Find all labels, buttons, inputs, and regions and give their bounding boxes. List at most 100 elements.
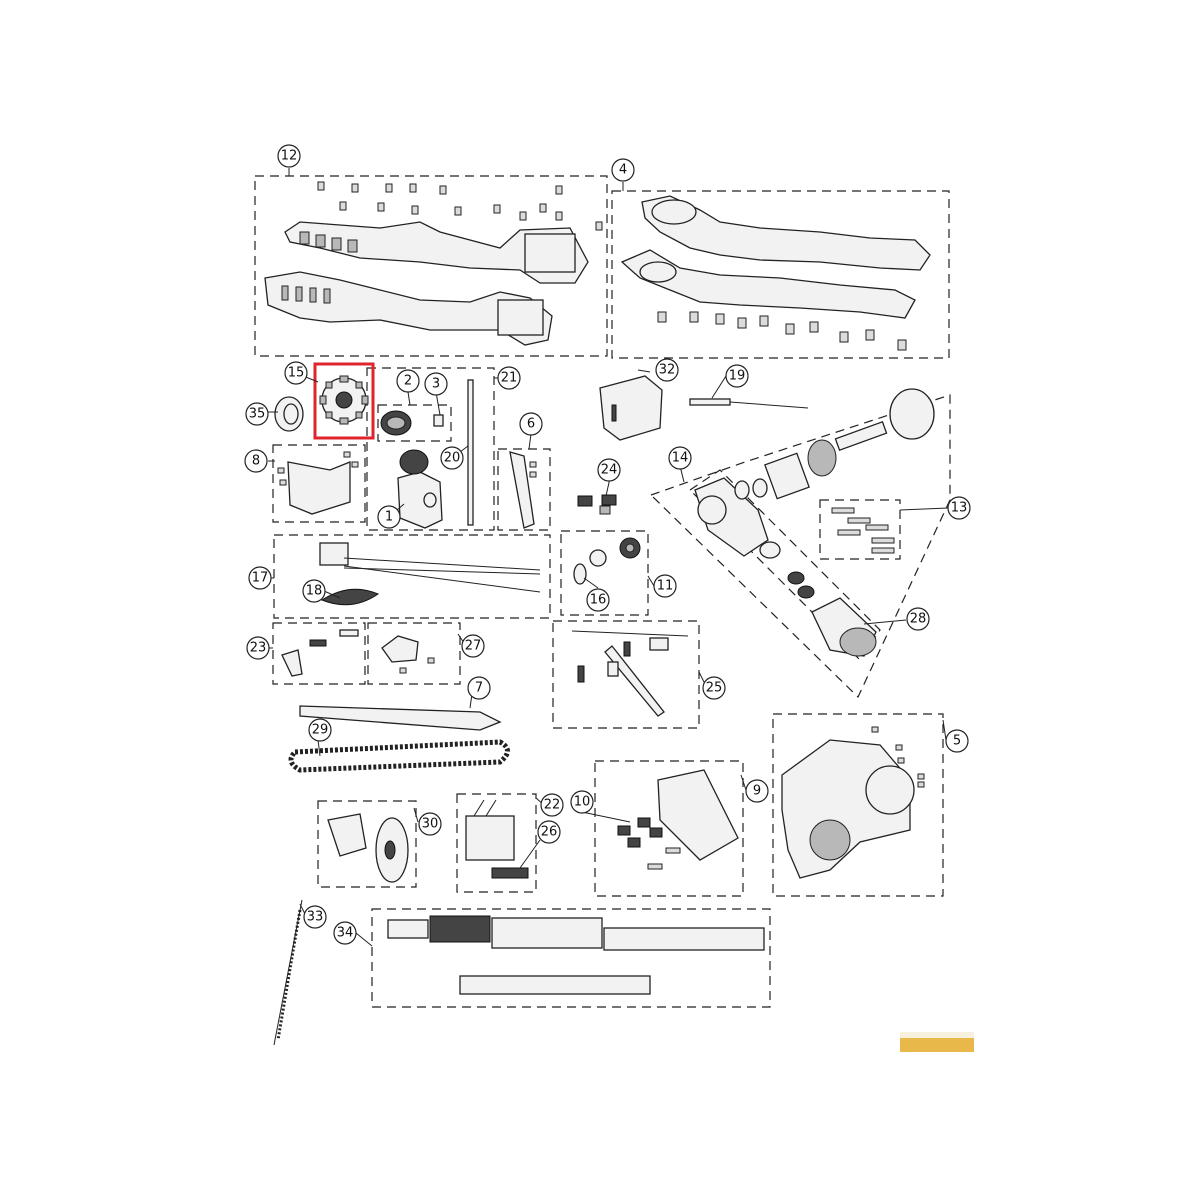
switch-part-24 — [577, 494, 617, 515]
chain-part-29 — [288, 739, 510, 773]
callout-18[interactable]: 18 — [302, 579, 326, 603]
callout-28[interactable]: 28 — [906, 607, 930, 631]
small-clip-part-3 — [433, 414, 444, 427]
callout-24[interactable]: 24 — [597, 458, 621, 482]
callout-label-20: 20 — [444, 451, 461, 466]
callout-4[interactable]: 4 — [611, 158, 635, 182]
callout-16[interactable]: 16 — [586, 588, 610, 612]
highlight-box-part-15[interactable] — [313, 362, 375, 440]
motor-housing-part-5 — [781, 726, 925, 879]
callout-label-1: 1 — [385, 510, 393, 525]
callout-19[interactable]: 19 — [725, 364, 749, 388]
callout-label-25: 25 — [706, 681, 723, 696]
callout-8[interactable]: 8 — [244, 449, 268, 473]
callout-33[interactable]: 33 — [303, 905, 327, 929]
group-box-11 — [560, 530, 649, 616]
group-box-34 — [371, 908, 771, 1008]
guide-bar-part-7 — [299, 705, 502, 731]
group-box-2 — [377, 404, 452, 442]
group-box-4 — [611, 190, 950, 359]
callout-26[interactable]: 26 — [537, 820, 561, 844]
callout-14[interactable]: 14 — [668, 446, 692, 470]
controller-part-22 — [465, 799, 515, 861]
callout-label-24: 24 — [601, 463, 618, 478]
strap-part-33 — [273, 899, 303, 1046]
gear-part-15 — [319, 375, 369, 425]
callout-label-15: 15 — [288, 366, 305, 381]
callout-20[interactable]: 20 — [440, 446, 464, 470]
group-box-17 — [273, 534, 551, 619]
terminal-part-26 — [491, 867, 529, 879]
washer-part-16 — [573, 549, 607, 585]
pole-part-34 — [387, 915, 765, 995]
callout-30[interactable]: 30 — [418, 812, 442, 836]
trigger-assembly-part-17 — [319, 542, 541, 593]
callout-label-21: 21 — [501, 371, 518, 386]
callout-label-8: 8 — [252, 454, 260, 469]
callout-32[interactable]: 32 — [655, 358, 679, 382]
callout-1[interactable]: 1 — [377, 505, 401, 529]
callout-label-12: 12 — [281, 149, 298, 164]
callout-27[interactable]: 27 — [461, 634, 485, 658]
callout-7[interactable]: 7 — [467, 676, 491, 700]
callout-label-11: 11 — [657, 579, 674, 594]
callout-label-30: 30 — [422, 817, 439, 832]
label-swatch — [900, 1032, 974, 1052]
callout-label-22: 22 — [544, 798, 561, 813]
callout-label-9: 9 — [753, 784, 761, 799]
group-box-9 — [594, 760, 744, 897]
callout-label-32: 32 — [659, 363, 676, 378]
callout-15[interactable]: 15 — [284, 361, 308, 385]
callout-25[interactable]: 25 — [702, 676, 726, 700]
battery-part-32 — [599, 375, 663, 441]
callout-9[interactable]: 9 — [745, 779, 769, 803]
callout-label-14: 14 — [672, 451, 689, 466]
sprocket-housing-part-30 — [327, 813, 409, 883]
group-box-25 — [552, 620, 700, 729]
callout-label-7: 7 — [475, 681, 483, 696]
callout-34[interactable]: 34 — [333, 921, 357, 945]
callout-29[interactable]: 29 — [308, 718, 332, 742]
trigger-part-18 — [320, 588, 380, 606]
callouts: 12 4 15 2 3 21 35 20 8 6 1 32 19 24 14 1… — [244, 144, 971, 945]
group-box-21 — [366, 367, 495, 531]
latch-part-23 — [281, 629, 359, 677]
lock-lever-part-25 — [571, 630, 689, 717]
callout-2[interactable]: 2 — [396, 369, 420, 393]
callout-21[interactable]: 21 — [497, 366, 521, 390]
group-box-8 — [272, 444, 366, 523]
screws-part-13 — [831, 507, 895, 554]
callout-label-28: 28 — [910, 612, 927, 627]
group-box-23 — [272, 622, 366, 685]
callout-23[interactable]: 23 — [246, 636, 270, 660]
callout-12[interactable]: 12 — [277, 144, 301, 168]
handle-housing-left — [264, 221, 589, 346]
group-box-22 — [456, 793, 537, 893]
group-box-13 — [819, 499, 901, 560]
callout-3[interactable]: 3 — [424, 372, 448, 396]
callout-label-27: 27 — [465, 639, 482, 654]
group-box-12 — [254, 175, 608, 357]
callout-6[interactable]: 6 — [519, 412, 543, 436]
handle-screws — [317, 181, 603, 231]
group-box-28 — [689, 469, 881, 661]
rod-part-20 — [467, 379, 474, 526]
callout-11[interactable]: 11 — [653, 574, 677, 598]
callout-17[interactable]: 17 — [248, 566, 272, 590]
part-illustrations — [264, 181, 974, 1052]
callout-label-29: 29 — [312, 723, 329, 738]
group-box-27 — [367, 622, 461, 685]
callout-10[interactable]: 10 — [570, 790, 594, 814]
pin-part-19 — [689, 398, 809, 409]
gearbox-part-14 — [694, 388, 935, 557]
callout-5[interactable]: 5 — [945, 729, 969, 753]
callout-35[interactable]: 35 — [245, 402, 269, 426]
callout-label-10: 10 — [574, 795, 591, 810]
callout-label-34: 34 — [337, 926, 354, 941]
group-box-30 — [317, 800, 417, 888]
callout-13[interactable]: 13 — [947, 496, 971, 520]
callout-label-23: 23 — [250, 641, 267, 656]
callout-22[interactable]: 22 — [540, 793, 564, 817]
group-boxes — [254, 175, 951, 1008]
